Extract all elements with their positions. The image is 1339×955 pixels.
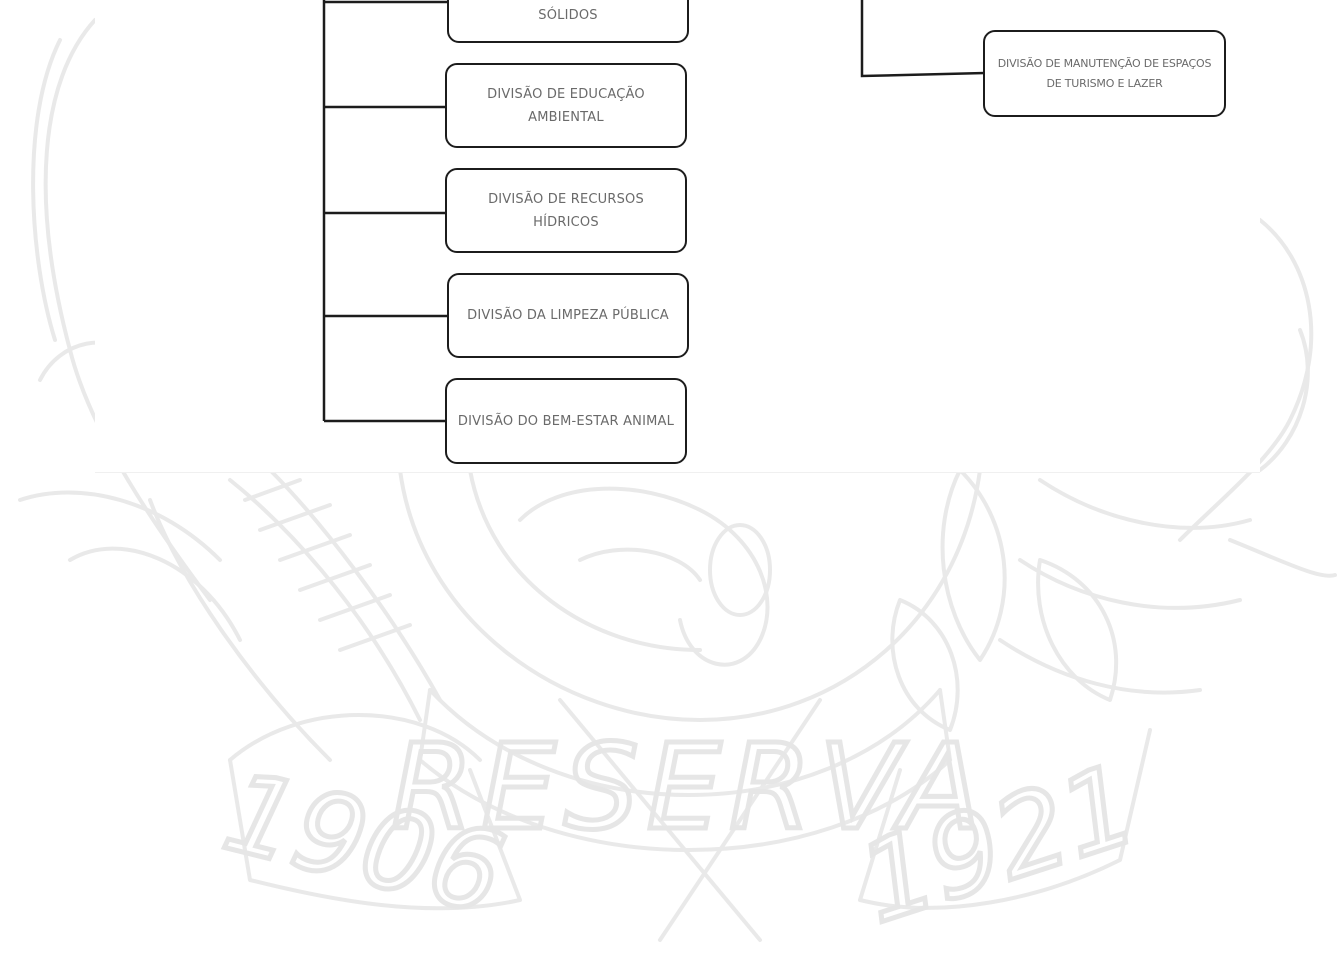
- right-connector-line: [860, 0, 986, 78]
- division-label: DIVISÃO DE MANUTENÇÃO DE ESPAÇOS DE TURI…: [997, 56, 1212, 90]
- division-box-educacao-ambiental: DIVISÃO DE EDUCAÇÃO AMBIENTAL: [445, 63, 687, 148]
- division-label: SÓLIDOS: [538, 8, 598, 23]
- division-label: DIVISÃO DO BEM-ESTAR ANIMAL: [457, 413, 675, 429]
- division-label: DIVISÃO DE EDUCAÇÃO AMBIENTAL: [487, 86, 645, 125]
- division-box-bem-estar-animal: DIVISÃO DO BEM-ESTAR ANIMAL: [445, 378, 687, 464]
- division-label: DIVISÃO DE RECURSOS HÍDRICOS: [488, 191, 644, 230]
- division-box-solidos: SÓLIDOS: [447, 0, 689, 43]
- watermark-banner-text: RESERVA: [391, 718, 988, 856]
- division-box-manutencao-turismo-lazer: DIVISÃO DE MANUTENÇÃO DE ESPAÇOS DE TURI…: [983, 30, 1226, 117]
- division-label: DIVISÃO DA LIMPEZA PÚBLICA: [467, 308, 669, 323]
- division-box-recursos-hidricos: DIVISÃO DE RECURSOS HÍDRICOS: [445, 168, 687, 253]
- division-box-limpeza-publica: DIVISÃO DA LIMPEZA PÚBLICA: [447, 273, 689, 358]
